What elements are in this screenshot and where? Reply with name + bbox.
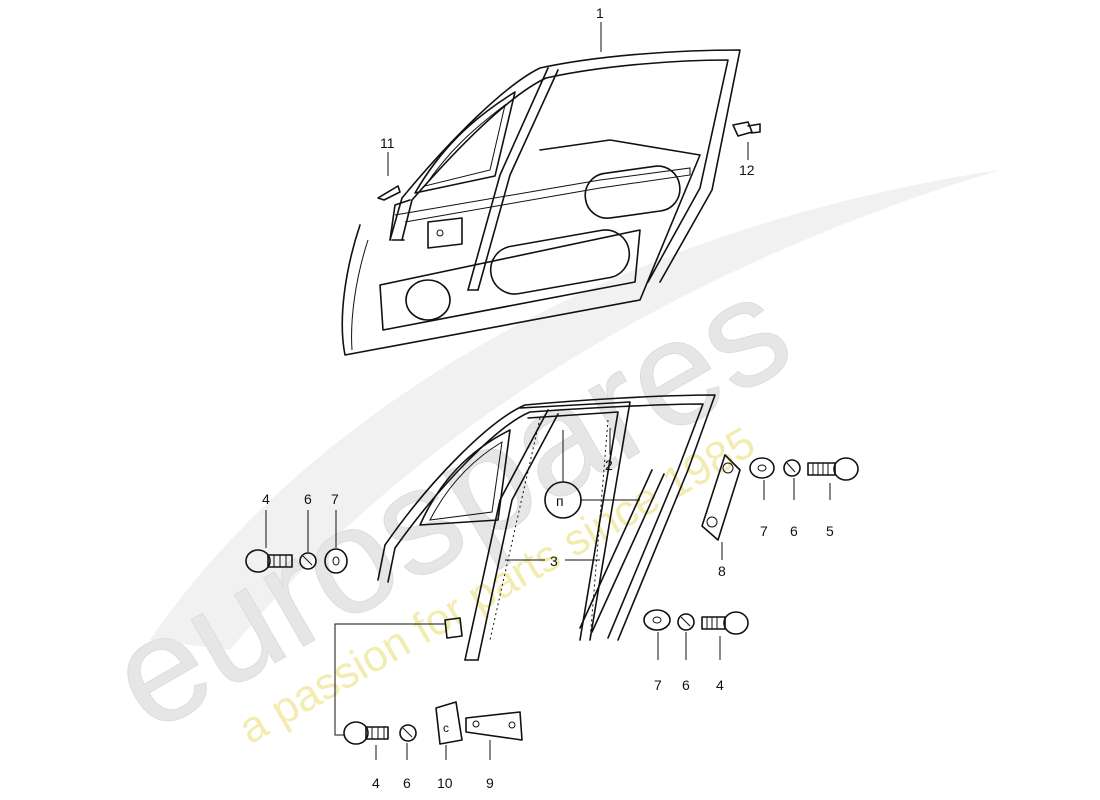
callout-6: 6 [403, 775, 411, 791]
svg-text:c: c [443, 721, 449, 735]
hardware-right-upper [701, 454, 859, 541]
callout-2: 2 [605, 457, 613, 473]
pin-12 [732, 121, 761, 137]
callout-6: 6 [682, 677, 690, 693]
callout-5: 5 [826, 523, 834, 539]
callouts: 1 2 3 4 6 7 7 6 5 8 7 6 4 4 6 10 9 11 12 [262, 5, 834, 791]
hardware-bottom: c [343, 701, 523, 745]
callout-3: 3 [550, 553, 558, 569]
leader-lines [265, 22, 831, 760]
callout-7: 7 [331, 491, 339, 507]
callout-4: 4 [372, 775, 380, 791]
callout-8: 8 [718, 563, 726, 579]
callout-11: 11 [380, 135, 395, 151]
door-assembly [341, 49, 741, 356]
callout-9: 9 [486, 775, 494, 791]
callout-6: 6 [304, 491, 312, 507]
clip-11 [377, 185, 401, 201]
frame-assembly [377, 394, 716, 661]
callout-4: 4 [716, 677, 724, 693]
callout-4: 4 [262, 491, 270, 507]
watermark-swoosh [150, 170, 1000, 650]
callout-7: 7 [760, 523, 768, 539]
hardware-left [245, 548, 348, 574]
callout-7: 7 [654, 677, 662, 693]
callout-1: 1 [596, 5, 604, 21]
callout-12: 12 [739, 162, 755, 178]
detail-symbol: п [556, 493, 564, 509]
callout-10: 10 [437, 775, 453, 791]
watermark-brand: eurospares [82, 242, 816, 763]
hardware-right-lower [643, 609, 749, 635]
callout-6: 6 [790, 523, 798, 539]
watermark: eurospares a passion for parts since 198… [82, 170, 1000, 763]
